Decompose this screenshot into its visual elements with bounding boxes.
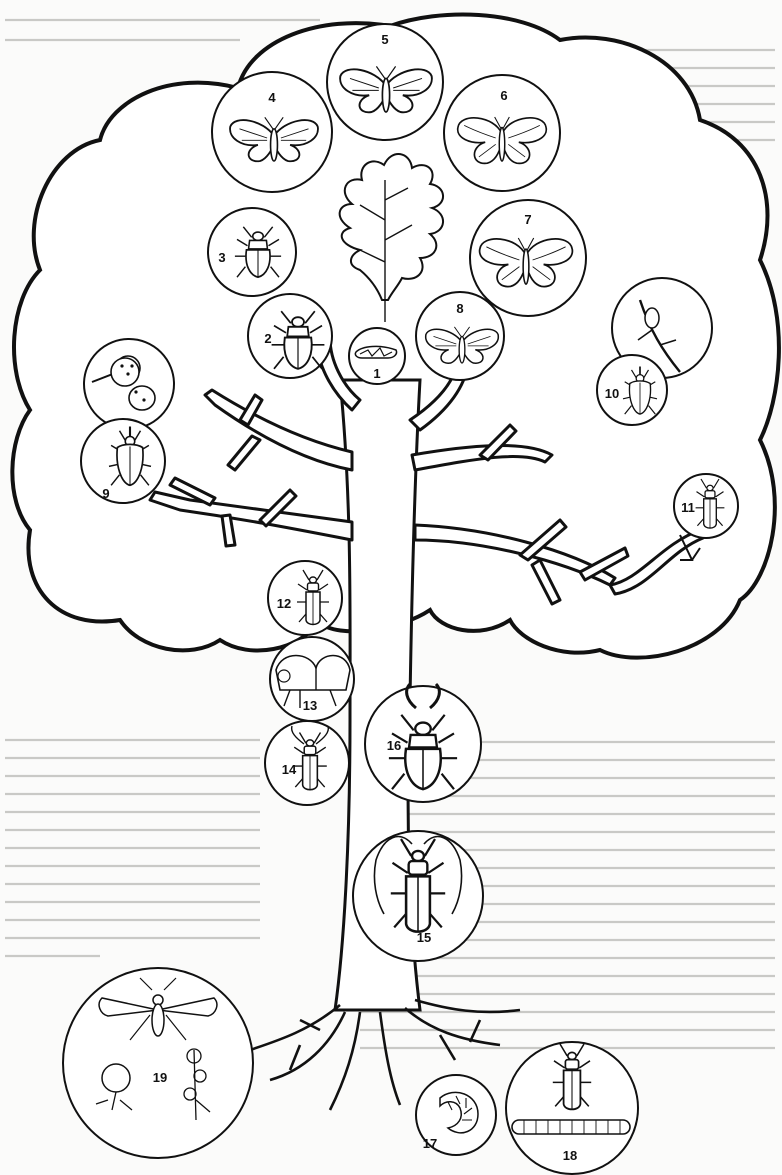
label-6: 6 [500,88,507,103]
label-10: 10 [605,386,619,401]
label-4: 4 [268,90,276,105]
insect-5: 5 [327,24,443,140]
label-5: 5 [381,32,388,47]
label-11: 11 [681,500,695,515]
insect-14: 14 [265,721,349,805]
insect-17: 17 [416,1075,496,1155]
label-1: 1 [373,366,380,381]
insect-3: 3 [208,208,296,296]
insect-19: 19 [63,968,253,1158]
insect-10: 10 [597,355,667,425]
insect-6: 6 [444,75,560,191]
label-13: 13 [303,698,317,713]
oak-gall-icon [84,339,174,429]
insect-7: 7 [470,200,586,316]
insect-15: 15 [353,831,483,961]
insect-1: 1 [349,328,405,384]
label-3: 3 [218,250,225,265]
label-12: 12 [277,596,291,611]
insect-9: 9 [81,419,165,503]
label-7: 7 [524,212,531,227]
insect-11: 11 [674,474,738,538]
label-15: 15 [417,930,431,945]
label-17: 17 [423,1136,437,1151]
label-8: 8 [456,301,463,316]
label-14: 14 [282,762,297,777]
insect-8: 8 [416,292,504,380]
insect-2: 2 [248,294,332,378]
label-16: 16 [387,738,401,753]
insect-16: 16 [365,684,481,802]
label-2: 2 [264,331,271,346]
insect-4: 4 [212,72,332,192]
label-19: 19 [153,1070,167,1085]
insect-13: 13 [270,637,354,721]
label-9: 9 [102,486,109,501]
insect-12: 12 [268,561,342,635]
insect-18: 18 [506,1042,638,1174]
label-18: 18 [563,1148,577,1163]
